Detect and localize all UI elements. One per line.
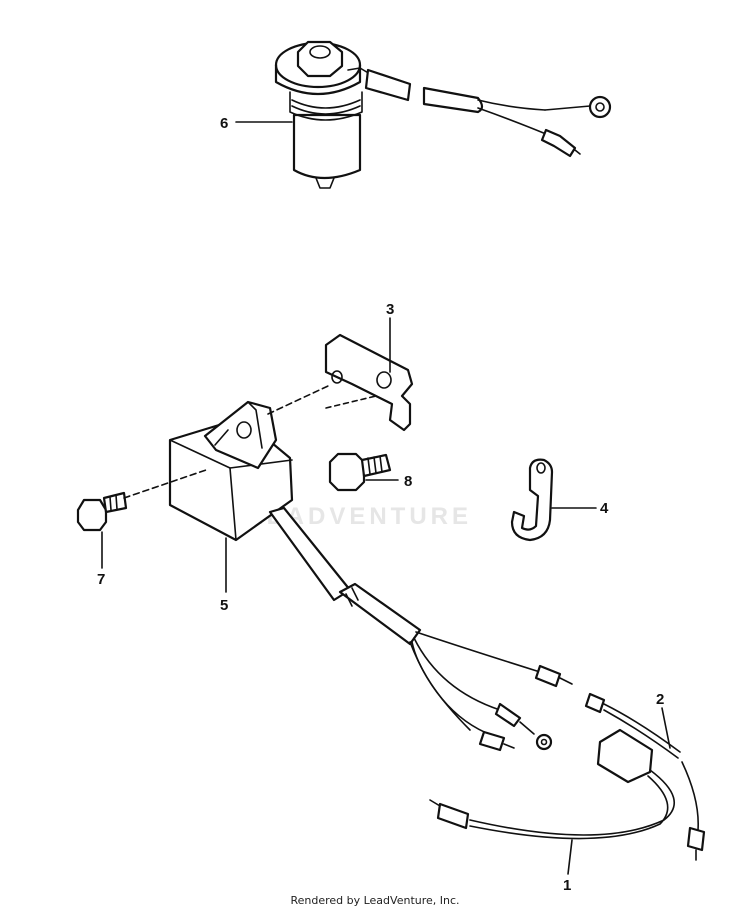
part-4-clamp[interactable] xyxy=(510,458,554,542)
part-2-wire[interactable] xyxy=(584,692,681,759)
part-1-lead[interactable] xyxy=(429,728,706,861)
leader-lines xyxy=(101,121,671,875)
callout-1: 1 xyxy=(563,877,571,894)
callout-3: 3 xyxy=(386,301,394,318)
part-5-module[interactable] xyxy=(168,400,294,542)
callout-5: 5 xyxy=(220,597,228,614)
part-3-bracket[interactable] xyxy=(324,333,414,432)
callout-4: 4 xyxy=(600,500,609,517)
part-7-bolt[interactable] xyxy=(76,491,128,532)
footer-credit: Rendered by LeadVenture, Inc. xyxy=(290,894,460,907)
part-8-bolt[interactable] xyxy=(328,452,392,492)
part-6-sender-unit[interactable] xyxy=(274,40,612,189)
callout-6: 6 xyxy=(220,115,228,132)
callout-7: 7 xyxy=(97,571,105,588)
callout-2: 2 xyxy=(656,691,664,708)
module-harness[interactable] xyxy=(268,506,573,752)
callout-8: 8 xyxy=(404,473,412,490)
